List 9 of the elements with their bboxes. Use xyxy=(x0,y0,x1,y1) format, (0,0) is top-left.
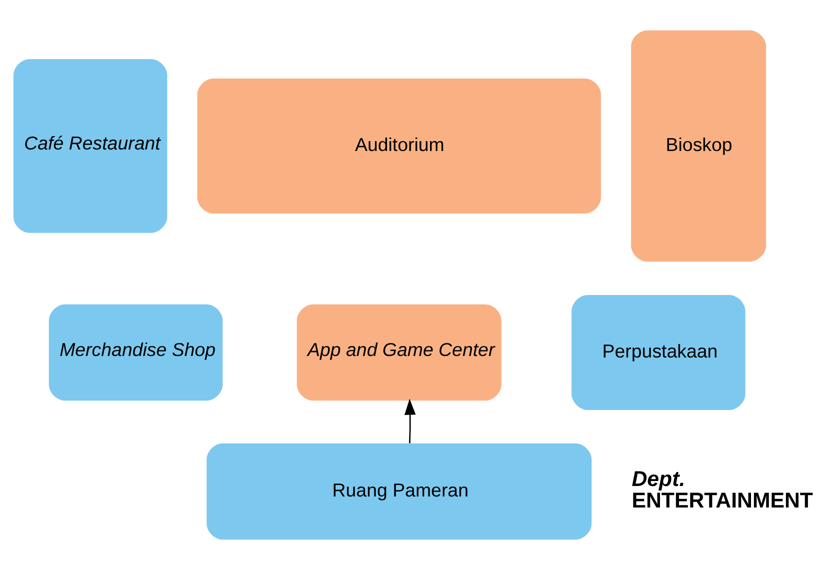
label: Dept. xyxy=(632,466,686,490)
arrow xyxy=(404,398,416,443)
node-box: Bioskop xyxy=(631,30,766,262)
node-box: Perpustakaan xyxy=(572,294,746,410)
node-box: App and Game Center xyxy=(296,304,502,400)
node-box: Merchandise Shop xyxy=(48,304,223,400)
node-box: Auditorium xyxy=(197,78,601,213)
node-box: Café Restaurant xyxy=(13,58,168,232)
node-box: Ruang Pameran xyxy=(206,442,592,540)
